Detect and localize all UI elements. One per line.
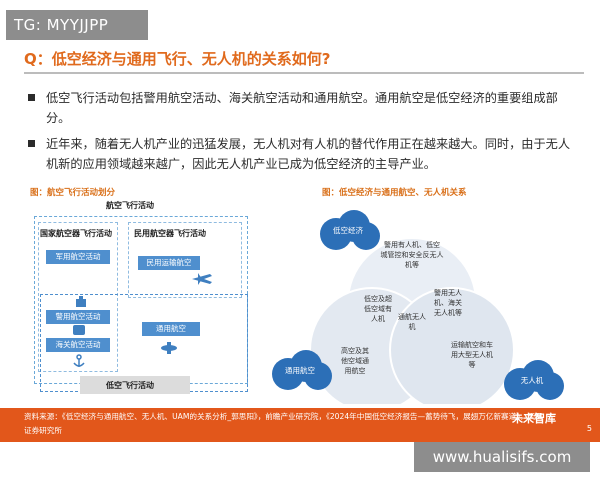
watermark-top: TG: MYYJJPP bbox=[6, 10, 148, 40]
low-economy-label: 低空经济 bbox=[333, 226, 363, 235]
venn-top-text: 警用有人机、低空 城管控和安全反无人 机等 bbox=[380, 241, 444, 269]
general-aviation-cloud-icon bbox=[272, 350, 332, 390]
footer-logo: 未来智库 bbox=[512, 412, 556, 425]
low-economy-cloud-icon bbox=[320, 210, 380, 250]
general-aviation-label: 通用航空 bbox=[285, 366, 315, 375]
page-number: 5 bbox=[586, 424, 592, 433]
aviation-activity-label: 航空飞行活动 bbox=[106, 201, 154, 210]
left-figure-caption: 图：航空飞行活动划分 bbox=[30, 188, 116, 198]
customs-aviation-box: 海关航空活动 bbox=[46, 338, 110, 352]
bullet-text-2: 近年来，随着无人机产业的迅猛发展，无人机对有人机的替代作用正在越来越大。同时，由… bbox=[46, 137, 571, 171]
bullet-marker-icon bbox=[28, 94, 35, 101]
venn-right-overlap-text: 警用无人 机、海关 无人机等 bbox=[434, 289, 462, 317]
title-divider bbox=[24, 72, 584, 74]
venn-diagram bbox=[309, 237, 515, 404]
small-plane-icon bbox=[161, 342, 177, 354]
civil-transport-box: 民用运输航空 bbox=[138, 256, 200, 270]
civil-aviation-frame bbox=[128, 222, 242, 298]
state-aviation-frame bbox=[38, 222, 118, 372]
police-aviation-box: 警用航空活动 bbox=[46, 310, 110, 324]
bullet-item-2: 近年来，随着无人机产业的迅猛发展，无人机对有人机的替代作用正在越来越大。同时，由… bbox=[24, 134, 580, 174]
police-icon bbox=[76, 296, 86, 307]
bullet-marker-icon bbox=[28, 140, 35, 147]
low-altitude-label: 低空飞行活动 bbox=[106, 381, 154, 390]
state-aviation-label: 国家航空器飞行活动 bbox=[40, 229, 112, 238]
airplane-icon bbox=[192, 273, 212, 285]
anchor-icon bbox=[73, 354, 85, 367]
bullet-list: 低空飞行活动包括警用航空活动、海关航空活动和通用航空。通用航空是低空经济的重要组… bbox=[24, 88, 580, 180]
right-figure: 低空经济 通用航空 无人机 警用有人机、低空 城管控和安全反无人 机等 低空及超… bbox=[262, 190, 598, 404]
general-aviation-box: 通用航空 bbox=[142, 322, 200, 336]
page-title: Q：低空经济与通用飞行、无人机的关系如何? bbox=[24, 50, 331, 68]
left-figure: 航空飞行活动 国家航空器飞行活动 民用航空器飞行活动 军用航空活动 民用运输航空… bbox=[30, 198, 254, 400]
venn-bottom-right-text: 运输航空和车 用大型无人机 等 bbox=[451, 341, 493, 369]
uav-cloud-icon bbox=[504, 360, 564, 400]
military-aviation-box: 军用航空活动 bbox=[46, 250, 110, 264]
watermark-bottom: www.hualisifs.com bbox=[414, 442, 590, 472]
uav-label: 无人机 bbox=[520, 376, 544, 385]
right-figure-caption: 图：低空经济与通用航空、无人机关系 bbox=[322, 188, 467, 198]
footer-bar bbox=[0, 408, 600, 442]
bullet-text-1: 低空飞行活动包括警用航空活动、海关航空活动和通用航空。通用航空是低空经济的重要组… bbox=[46, 91, 558, 125]
low-altitude-badge bbox=[80, 376, 190, 394]
venn-center-text: 通航无人 机 bbox=[398, 313, 426, 331]
venn-left-overlap-text: 低空及超 低空域有 人机 bbox=[364, 295, 392, 323]
database-icon bbox=[73, 325, 85, 335]
footer-source: 资料来源：《低空经济与通用航空、无人机、UAM的关系分析_郭思阳》，前瞻产业研究… bbox=[24, 412, 543, 435]
venn-bottom-left-text: 高空及其 他空域通 用航空 bbox=[341, 347, 369, 375]
bullet-item-1: 低空飞行活动包括警用航空活动、海关航空活动和通用航空。通用航空是低空经济的重要组… bbox=[24, 88, 580, 128]
civil-aviation-label: 民用航空器飞行活动 bbox=[134, 229, 206, 238]
venn-circle-uav bbox=[389, 287, 515, 404]
